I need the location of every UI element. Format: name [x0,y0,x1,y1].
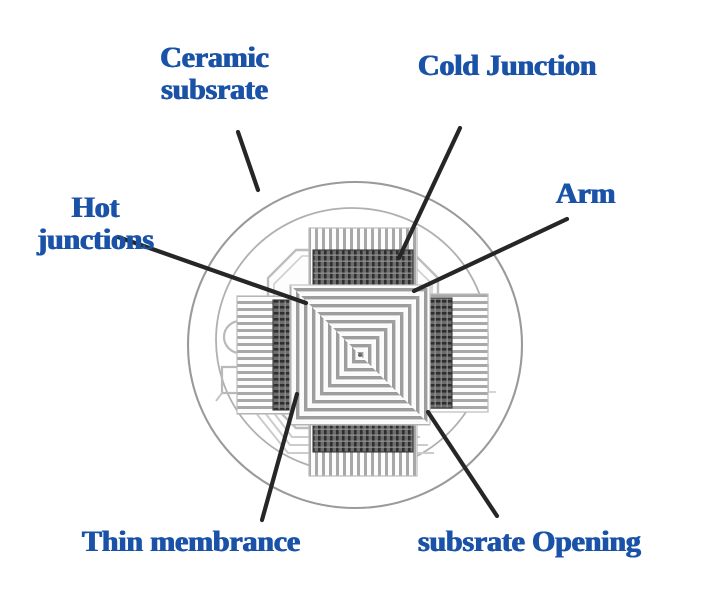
leader-arm [411,216,570,294]
sensor-chip-drawing [186,180,524,510]
label-ceramic-substrate: Ceramic subsrate [122,41,307,107]
leader-lines [115,125,570,523]
label-ceramic-substrate-line2: subsrate [161,73,268,107]
label-thin-membrance: Thin membrance [82,525,301,558]
leader-substrate-opening [425,409,500,519]
label-ceramic-substrate-line1: Ceramic [160,41,269,74]
label-substrate-opening: subsrate Opening [418,525,641,558]
leader-cold-junction [396,125,463,261]
label-hot-junctions-line1: Hot [71,191,120,224]
leader-ceramic-substrate [235,129,261,193]
label-arm: Arm [556,177,616,210]
label-hot-junctions: Hot junctions [8,191,183,257]
leader-hot-junctions [115,234,309,306]
center-pinwheel-hot-junctions [289,284,431,426]
label-cold-junction: Cold Junction [418,49,597,82]
ceramic-substrate-outline [186,180,524,510]
label-hot-junctions-line2: junctions [37,223,154,257]
leader-thin-membrance [259,391,300,523]
